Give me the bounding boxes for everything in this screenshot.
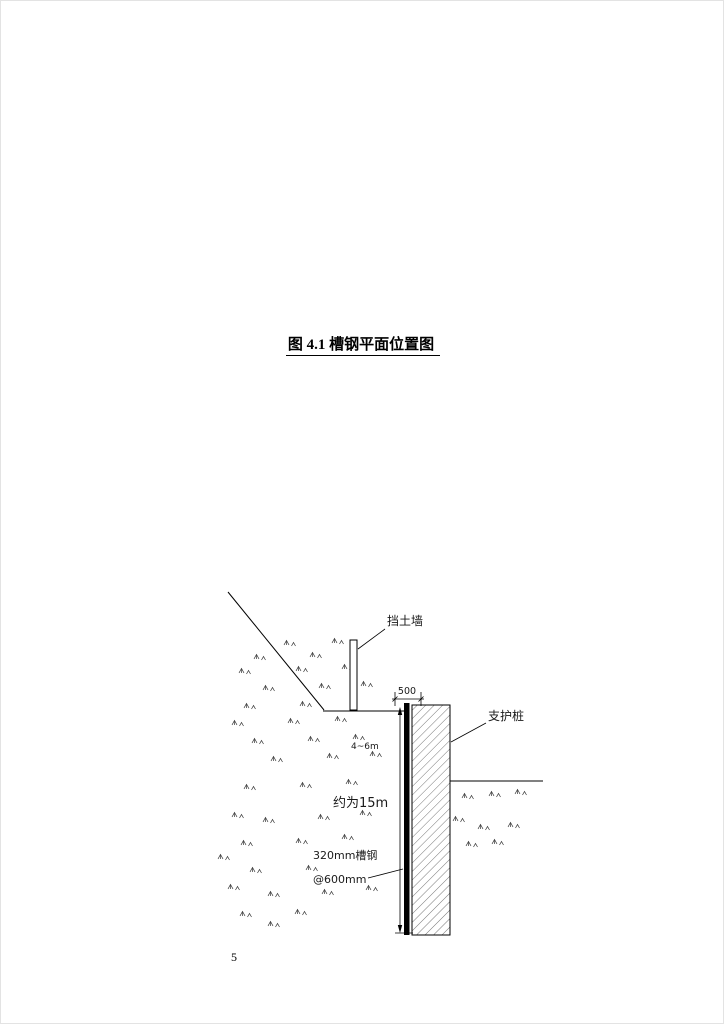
soil-mark <box>287 718 300 725</box>
soil-mark <box>299 701 312 708</box>
soil-mark <box>262 685 275 692</box>
soil-mark <box>253 654 266 661</box>
soil-mark <box>239 911 252 918</box>
soil-marks-right <box>452 789 527 848</box>
engineering-diagram: 挡土墙 500 支护桩 4~6m 约为15m <box>217 591 543 936</box>
label-support-pile: 支护桩 <box>488 708 524 723</box>
soil-mark <box>231 812 244 819</box>
soil-mark <box>365 885 378 892</box>
soil-mark <box>321 889 334 896</box>
label-4-6m: 4~6m <box>351 742 379 752</box>
soil-mark <box>507 822 520 829</box>
soil-mark <box>240 840 253 847</box>
soil-mark <box>461 793 474 800</box>
soil-mark <box>465 841 478 848</box>
retaining-wall-shape <box>349 639 358 711</box>
label-channel-size: 320mm槽钢 <box>313 849 377 862</box>
soil-mark <box>251 738 264 745</box>
label-channel-spacing: @600mm <box>313 873 366 886</box>
soil-mark <box>283 640 296 647</box>
figure-title-text: 图 4.1 槽钢平面位置图 <box>285 333 441 356</box>
soil-mark <box>249 867 262 874</box>
soil-mark <box>270 756 283 763</box>
soil-mark <box>231 720 244 727</box>
soil-mark <box>341 834 354 841</box>
soil-mark <box>243 784 256 791</box>
soil-mark <box>238 668 251 675</box>
channel-steel-bar <box>404 703 410 935</box>
soil-mark <box>331 638 344 645</box>
soil-mark <box>318 683 331 690</box>
soil-mark <box>267 891 280 898</box>
soil-mark <box>514 789 527 796</box>
soil-mark <box>334 716 347 723</box>
soil-mark <box>294 909 307 916</box>
soil-mark <box>345 779 358 786</box>
soil-mark <box>267 921 280 928</box>
label-dim-500: 500 <box>398 686 416 697</box>
dimension-15m <box>395 707 413 934</box>
leader-retaining-wall <box>357 628 386 650</box>
soil-mark <box>452 816 465 823</box>
soil-mark <box>477 824 490 831</box>
soil-mark <box>369 751 382 758</box>
label-15m: 约为15m <box>333 796 388 811</box>
soil-mark <box>295 838 308 845</box>
soil-mark <box>326 753 339 760</box>
soil-mark <box>262 817 275 824</box>
soil-mark <box>307 736 320 743</box>
soil-mark <box>360 681 373 688</box>
soil-mark <box>352 734 365 741</box>
label-retaining-wall: 挡土墙 <box>387 614 423 628</box>
soil-mark <box>488 791 501 798</box>
support-pile-shape <box>411 704 451 936</box>
soil-mark <box>217 854 230 861</box>
soil-mark <box>305 865 318 872</box>
soil-mark <box>295 666 308 673</box>
leader-support-pile <box>450 722 487 743</box>
soil-mark <box>309 652 322 659</box>
page-number: 5 <box>231 950 237 964</box>
soil-mark <box>317 814 330 821</box>
soil-mark <box>299 782 312 789</box>
soil-mark <box>491 839 504 846</box>
soil-mark <box>243 703 256 710</box>
leader-channel-steel <box>367 868 404 879</box>
figure-title: 图 4.1 槽钢平面位置图 <box>1 333 723 356</box>
dimension-500 <box>392 692 424 706</box>
soil-mark <box>227 884 240 891</box>
slope-line <box>227 591 325 711</box>
soil-mark <box>359 810 372 817</box>
